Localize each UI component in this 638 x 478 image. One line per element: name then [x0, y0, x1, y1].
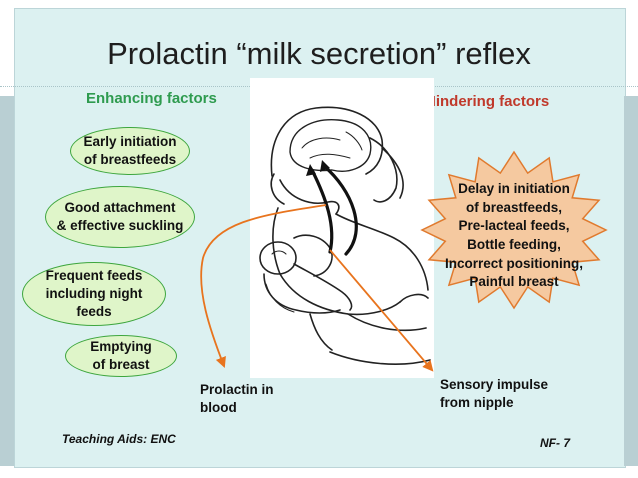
hindering-factors-heading: Hindering factors — [425, 93, 550, 110]
footer-teaching-aids: Teaching Aids: ENC — [62, 432, 176, 446]
prolactin-arrow — [200, 204, 327, 369]
sensory-impulse-arrow — [329, 249, 434, 372]
hindering-factors-list: Delay in initiation of breastfeeds, Pre-… — [444, 181, 583, 290]
enhancing-factor-emptying-breast: Emptying of breast — [65, 335, 177, 377]
sensory-impulse-label: Sensory impulse from nipple — [440, 377, 549, 411]
enhancing-factors-heading: Enhancing factors — [86, 90, 217, 107]
enhancing-factor-good-attachment: Good attachment & effective suckling — [45, 186, 195, 248]
enhancing-factor-frequent-feeds: Frequent feeds including night feeds — [22, 262, 166, 326]
footer-slide-number: NF- 7 — [540, 436, 570, 450]
mother-baby-drawing — [259, 106, 431, 365]
slide-title: Prolactin “milk secretion” reflex — [107, 36, 531, 71]
prolactin-in-blood-label: Prolactin in blood — [200, 382, 274, 416]
left-side-bar — [0, 96, 14, 466]
enhancing-factor-early-initiation: Early initiation of breastfeeds — [70, 127, 190, 175]
right-side-bar — [624, 96, 638, 466]
mother-breastfeeding-baby-icon — [250, 78, 434, 378]
